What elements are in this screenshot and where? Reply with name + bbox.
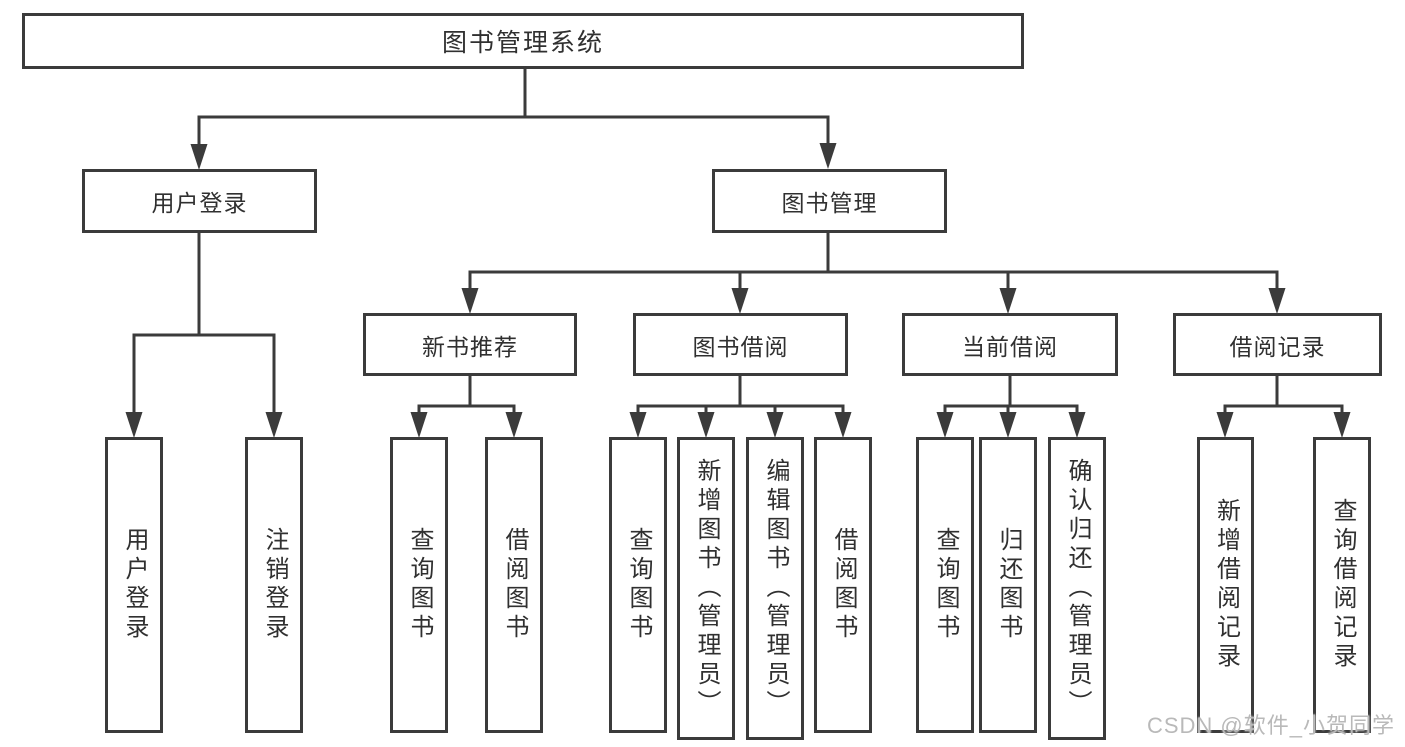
node-label: 当前借阅 <box>962 333 1058 360</box>
node-label: 借阅图书 <box>830 527 857 643</box>
node-label: 用户登录 <box>121 527 148 643</box>
node-new-book-recommend: 新书推荐 <box>363 313 577 376</box>
arrowheads <box>125 143 1351 438</box>
node-label: 确认归还（管理员） <box>1064 458 1091 719</box>
node-current-borrowing: 当前借阅 <box>902 313 1118 376</box>
node-label: 图书借阅 <box>692 333 789 360</box>
leaf-query-books-1: 查询图书 <box>390 437 448 733</box>
node-borrowing-records: 借阅记录 <box>1173 313 1382 376</box>
node-label: 归还图书 <box>995 527 1022 643</box>
node-label: 图书管理系统 <box>441 29 604 57</box>
node-label: 查询图书 <box>625 527 652 643</box>
node-label: 注销登录 <box>261 527 288 643</box>
node-label: 新增图书（管理员） <box>693 458 720 719</box>
node-label: 用户登录 <box>151 190 248 216</box>
leaf-confirm-return-admin: 确认归还（管理员） <box>1048 437 1106 740</box>
leaf-query-borrow-record: 查询借阅记录 <box>1313 437 1371 733</box>
node-label: 借阅记录 <box>1229 333 1326 360</box>
leaf-query-books-3: 查询图书 <box>916 437 974 733</box>
leaf-add-book-admin: 新增图书（管理员） <box>677 437 735 740</box>
node-label: 新增借阅记录 <box>1212 498 1240 672</box>
leaf-borrow-books-1: 借阅图书 <box>485 437 543 733</box>
node-label: 新书推荐 <box>422 333 518 360</box>
node-library-management-system: 图书管理系统 <box>22 13 1024 69</box>
node-book-borrowing: 图书借阅 <box>633 313 848 376</box>
node-label: 查询图书 <box>406 527 433 643</box>
node-label: 查询借阅记录 <box>1329 498 1356 672</box>
node-label: 查询图书 <box>932 527 959 643</box>
node-user-login: 用户登录 <box>82 169 317 233</box>
leaf-user-login: 用户登录 <box>105 437 163 733</box>
leaf-edit-book-admin: 编辑图书（管理员） <box>746 437 804 740</box>
leaf-logout: 注销登录 <box>245 437 303 733</box>
leaf-borrow-books-2: 借阅图书 <box>814 437 872 733</box>
leaf-add-borrow-record: 新增借阅记录 <box>1197 437 1254 733</box>
node-label: 图书管理 <box>781 190 878 216</box>
leaf-return-books: 归还图书 <box>979 437 1037 733</box>
leaf-query-books-2: 查询图书 <box>609 437 667 733</box>
node-book-management: 图书管理 <box>712 169 947 233</box>
node-label: 借阅图书 <box>501 527 528 643</box>
node-label: 编辑图书（管理员） <box>762 458 789 719</box>
